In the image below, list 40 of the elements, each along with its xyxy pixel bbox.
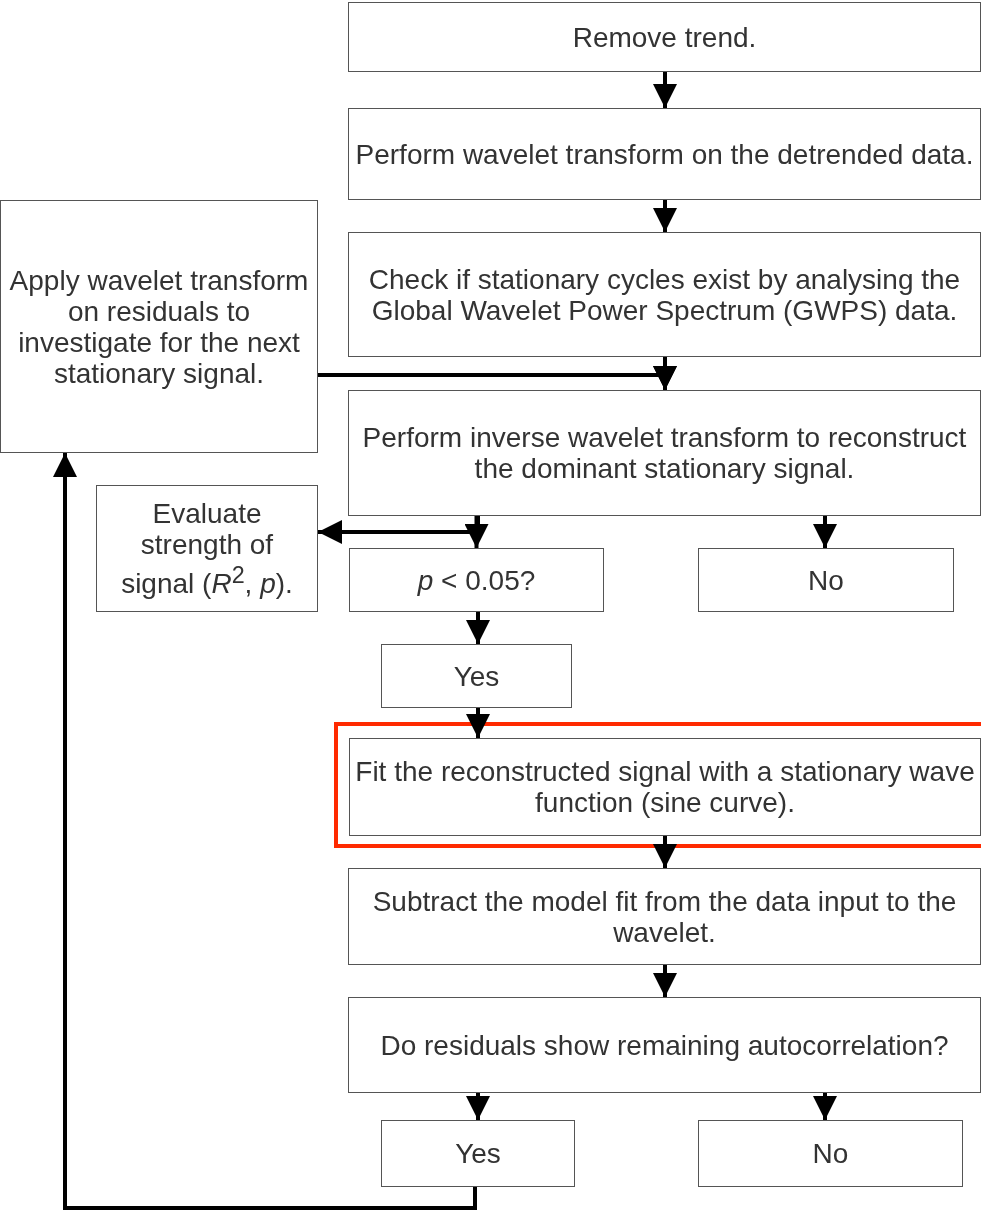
process-box xyxy=(348,997,981,1093)
box-text: Evaluate strength of signal (R$^{2}$, p). xyxy=(120,497,294,600)
process-box xyxy=(698,1120,963,1187)
process-box xyxy=(348,868,981,965)
box-text: Perform inverse wavelet transform to reconstruct the dominant stationary signal. xyxy=(361,422,968,484)
process-box xyxy=(348,390,981,516)
arrow xyxy=(53,453,477,1210)
arrow xyxy=(466,1093,490,1120)
process-box xyxy=(96,485,318,612)
box-text: Apply wavelet transform on residuals to investigate for the next stationary signal. xyxy=(8,264,310,389)
box-text: No xyxy=(808,564,844,596)
process-box xyxy=(381,644,572,708)
arrow xyxy=(464,516,489,548)
box-text: Remove trend. xyxy=(572,21,757,53)
process-box xyxy=(348,108,981,200)
box-text: Check if stationary cycles exist by analysing the Global Wavelet Power Spectrum (GWPS) data. xyxy=(367,263,962,326)
box-text: Yes xyxy=(455,1138,501,1169)
process-box xyxy=(349,548,604,612)
arrow xyxy=(813,1093,837,1120)
arrow xyxy=(318,516,480,544)
process-box xyxy=(348,232,981,357)
arrow xyxy=(653,72,677,108)
process-box xyxy=(348,2,981,72)
process-box xyxy=(349,738,981,836)
box-text: Yes xyxy=(453,660,500,692)
arrow xyxy=(466,612,490,644)
box-text: No xyxy=(812,1138,849,1169)
process-box xyxy=(381,1120,575,1187)
arrow xyxy=(466,708,490,738)
box-text: p < 0.05? xyxy=(417,564,536,596)
arrow xyxy=(653,836,677,868)
process-box xyxy=(698,548,954,612)
box-text: Do residuals show remaining autocorrelation? xyxy=(380,1029,949,1061)
arrow xyxy=(653,200,677,232)
box-text: Subtract the model fit from the data input to the wavelet. xyxy=(371,885,958,948)
arrow xyxy=(813,516,837,548)
box-text: Fit the reconstructed signal with a stationary wave function (sine curve). xyxy=(354,756,976,818)
box-text: Perform wavelet transform on the detrended data. xyxy=(355,138,974,170)
arrow xyxy=(653,965,677,997)
process-box xyxy=(0,200,318,453)
